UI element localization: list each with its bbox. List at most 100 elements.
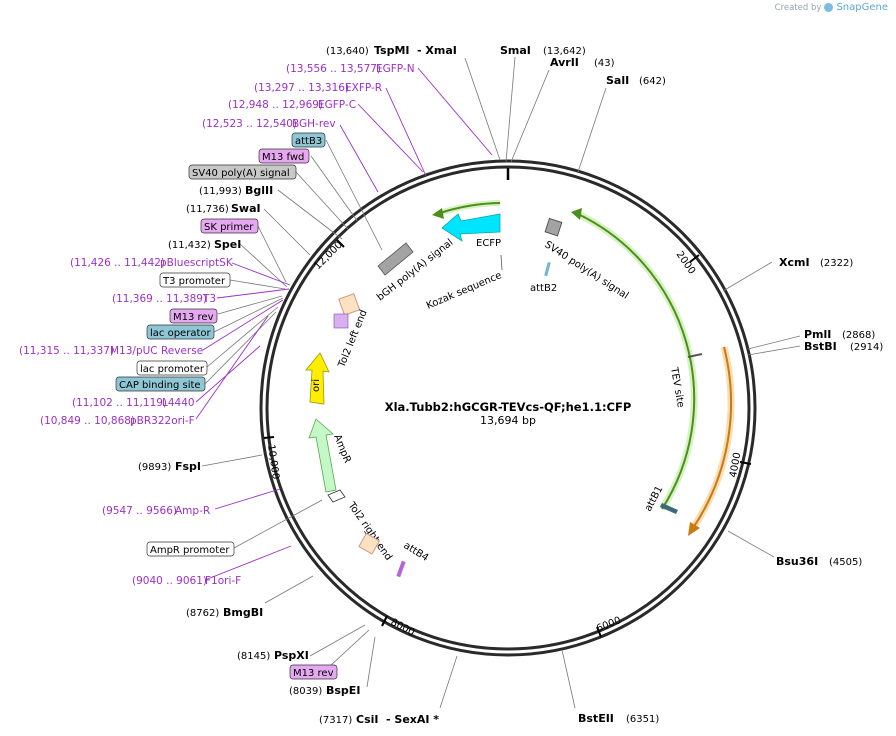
enzyme-sali[interactable]: SalI (642): [606, 74, 666, 87]
enzyme-spei[interactable]: (11,432) SpeI: [168, 238, 241, 251]
snapgene-name: SnapGene: [836, 2, 888, 13]
kozak-label: Kozak sequence: [425, 270, 504, 312]
primer-pbluescriptsk[interactable]: (11,426 .. 11,442) pBluescriptSK: [70, 257, 234, 269]
svg-text:lac promoter: lac promoter: [140, 364, 205, 375]
primer-f1ori-f[interactable]: (9040 .. 9061) F1ori-F: [132, 575, 241, 587]
enzyme-pmli[interactable]: PmlI (2868): [804, 328, 875, 341]
attb2-label: attB2: [530, 283, 557, 294]
enzyme-tspmi[interactable]: (13,640) TspMI - XmaI: [326, 44, 457, 57]
svg-text:AvrII: AvrII: [550, 56, 579, 69]
svg-text:attB3: attB3: [295, 136, 322, 147]
svg-text:(2868): (2868): [842, 330, 875, 341]
label-sv40-polya[interactable]: SV40 poly(A) signal: [188, 164, 297, 180]
tol2-right-feature: [358, 532, 381, 555]
label-lac-operator[interactable]: lac operator: [146, 324, 215, 340]
enzyme-bspei[interactable]: (8039) BspEI: [289, 684, 360, 697]
tick-8000: 8000: [381, 615, 416, 639]
svg-text:BstBI: BstBI: [804, 340, 837, 353]
created-by-text: Created by: [774, 2, 822, 13]
primer-m13-puc-reverse[interactable]: (11,315 .. 11,337) M13/pUC Reverse: [19, 345, 203, 357]
label-t3-promoter[interactable]: T3 promoter: [159, 272, 231, 288]
label-sk-primer[interactable]: SK primer: [200, 218, 259, 234]
orange-feature-band: [690, 346, 735, 530]
enzyme-pspxi[interactable]: (8145) PspXI: [237, 649, 309, 662]
svg-text:SpeI: SpeI: [214, 238, 241, 251]
bgh-feature: [377, 242, 414, 276]
svg-text:(12,523 .. 12,540): (12,523 .. 12,540): [202, 118, 297, 130]
svg-text:(11,315 .. 11,337): (11,315 .. 11,337): [19, 345, 114, 357]
svg-text:XcmI: XcmI: [779, 256, 810, 269]
svg-text:BstEII: BstEII: [578, 712, 614, 725]
svg-text:F1ori-F: F1ori-F: [205, 575, 241, 587]
svg-text:AmpR promoter: AmpR promoter: [150, 545, 230, 556]
svg-text:M13 fwd: M13 fwd: [262, 152, 304, 163]
attb2-feature: [544, 261, 551, 277]
connector-lines: [201, 56, 801, 709]
orange-feature-arrow: [692, 346, 733, 529]
svg-text:M13/pUC Reverse: M13/pUC Reverse: [110, 345, 203, 357]
enzyme-swai[interactable]: (11,736) SwaI: [186, 202, 261, 215]
svg-text:(4505): (4505): [829, 557, 862, 568]
svg-text:- XmaI: - XmaI: [417, 44, 457, 57]
primer-egfp-c[interactable]: (12,948 .. 12,969) EGFP-C: [228, 99, 356, 111]
svg-text:SalI: SalI: [606, 74, 629, 87]
primer-pbr322ori-f[interactable]: (10,849 .. 10,868) pBR322ori-F: [40, 415, 195, 427]
plasmid-name: Xla.Tubb2:hGCGR-TEVcs-QF;he1.1:CFP: [385, 400, 632, 414]
svg-text:Amp-R: Amp-R: [175, 505, 210, 517]
attb1-feature: [660, 503, 678, 514]
enzyme-xcmi[interactable]: XcmI (2322): [779, 256, 853, 269]
label-m13-rev-bottom[interactable]: M13 rev: [289, 664, 338, 680]
svg-text:(642): (642): [639, 76, 666, 87]
label-m13-rev-top[interactable]: M13 rev: [169, 308, 218, 324]
svg-text:(10,849 .. 10,868): (10,849 .. 10,868): [40, 415, 135, 427]
primer-bgh-rev[interactable]: (12,523 .. 12,540) BGH-rev: [202, 118, 336, 130]
primer-l4440[interactable]: (11,102 .. 11,119) L4440: [72, 397, 195, 409]
svg-text:BglII: BglII: [245, 184, 273, 197]
label-ampr-promoter[interactable]: AmpR promoter: [146, 541, 235, 557]
enzyme-fspi[interactable]: (9893) FspI: [138, 460, 201, 473]
svg-text:SK primer: SK primer: [204, 222, 254, 233]
top-green-arrow: [439, 202, 501, 214]
svg-text:(8039): (8039): [289, 686, 322, 697]
enzyme-avrii[interactable]: AvrII (43): [550, 56, 615, 69]
svg-text:(11,102 .. 11,119): (11,102 .. 11,119): [72, 397, 167, 409]
label-lac-promoter[interactable]: lac promoter: [136, 360, 208, 376]
svg-text:T3 promoter: T3 promoter: [162, 276, 226, 287]
svg-text:pBluescriptSK: pBluescriptSK: [160, 257, 234, 269]
svg-text:(9040 .. 9061): (9040 .. 9061): [132, 575, 207, 587]
label-m13-fwd[interactable]: M13 fwd: [258, 148, 310, 164]
tol2-left-feature: [338, 293, 361, 316]
svg-text:(2322): (2322): [820, 258, 853, 269]
enzyme-bsu36i[interactable]: Bsu36I (4505): [776, 555, 862, 568]
svg-text:(6351): (6351): [626, 714, 659, 725]
enzyme-bglii[interactable]: (11,993) BglII: [199, 184, 273, 197]
svg-text:(7317): (7317): [319, 715, 352, 726]
enzyme-bstbi[interactable]: BstBI (2914): [804, 340, 883, 353]
svg-text:(9893): (9893): [138, 462, 171, 473]
enzyme-csii[interactable]: (7317) CsiI - SexAI *: [319, 713, 439, 726]
enzyme-bsteii[interactable]: BstEII (6351): [578, 712, 659, 725]
label-attb3[interactable]: attB3: [291, 132, 326, 148]
ecfp-label: ECFP: [476, 238, 501, 249]
primer-amp-r[interactable]: (9547 .. 9566) Amp-R: [102, 505, 210, 517]
plasmid-size: 13,694 bp: [480, 414, 536, 427]
snapgene-logo-icon: [824, 3, 834, 12]
svg-text:(11,432): (11,432): [168, 240, 211, 251]
svg-text:(43): (43): [594, 58, 615, 69]
svg-text:EGFP-C: EGFP-C: [318, 99, 356, 111]
svg-text:EGFP-N: EGFP-N: [376, 63, 415, 75]
primer-egfp-n[interactable]: (13,556 .. 13,577) EGFP-N: [286, 63, 415, 75]
lac-cluster-feature: [333, 313, 349, 329]
svg-text:(13,297 .. 13,316): (13,297 .. 13,316): [254, 82, 349, 94]
tick-2000: 2000: [674, 249, 700, 277]
ampr-label: AmpR: [331, 433, 352, 465]
enzyme-smai[interactable]: SmaI (13,642): [500, 44, 586, 57]
primer-exfp-r[interactable]: (13,297 .. 13,316) EXFP-R: [254, 82, 382, 94]
svg-text:(2914): (2914): [850, 342, 883, 353]
svg-text:FspI: FspI: [175, 460, 201, 473]
svg-text:(8145): (8145): [237, 651, 270, 662]
primer-t3[interactable]: (11,369 .. 11,389) T3: [112, 293, 216, 305]
label-cap-binding-site[interactable]: CAP binding site: [115, 376, 206, 392]
svg-text:(13,640): (13,640): [326, 46, 369, 57]
enzyme-bmgbi[interactable]: (8762) BmgBI: [186, 606, 263, 619]
